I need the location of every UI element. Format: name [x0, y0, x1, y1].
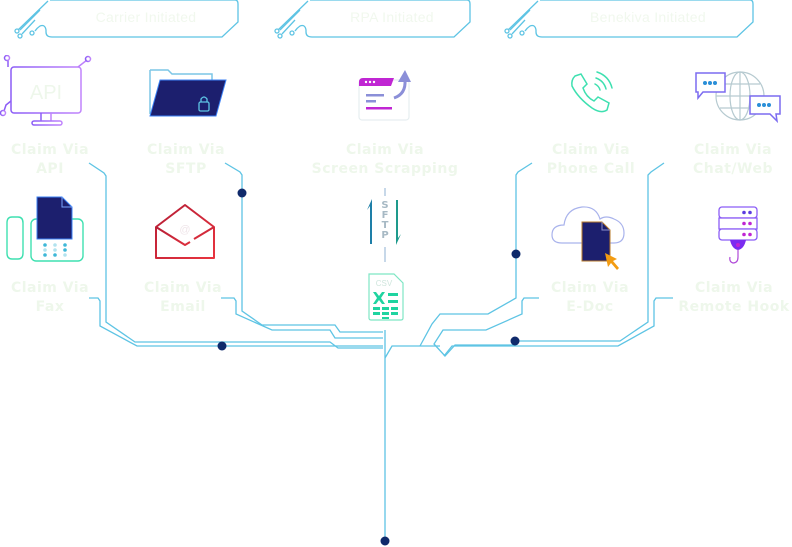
phone-icon — [571, 71, 613, 113]
sftp-letters: S F T P — [381, 200, 389, 241]
fax-icon — [6, 196, 84, 262]
svg-text:CSV: CSV — [376, 279, 393, 288]
server-hook-icon — [718, 206, 758, 264]
junction-node — [510, 336, 520, 346]
envelope-icon: @ — [155, 204, 215, 259]
csv-file-icon: CSV — [368, 273, 404, 321]
transfer-arrows-icon — [367, 199, 401, 245]
junction-node — [237, 188, 247, 198]
header-frame-rpa — [274, 0, 471, 39]
svg-text:API: API — [30, 82, 62, 104]
header-carrier-initiated: Carrier Initiated — [95, 9, 197, 25]
locked-folder-icon — [149, 69, 227, 117]
header-frame-carrier — [14, 0, 239, 39]
cloud-document-icon — [551, 206, 625, 270]
browser-upload-icon — [358, 70, 411, 121]
junction-node — [511, 249, 521, 259]
junction-node — [217, 341, 227, 351]
header-benekiva-initiated: Benekiva Initiated — [590, 9, 706, 25]
header-rpa-initiated: RPA Initiated — [350, 9, 434, 25]
monitor-api-icon: API — [0, 55, 92, 126]
globe-chat-icon — [695, 71, 781, 124]
header-frame-benekiva — [504, 0, 754, 39]
svg-text:@: @ — [179, 224, 190, 236]
terminal-node — [380, 536, 390, 546]
